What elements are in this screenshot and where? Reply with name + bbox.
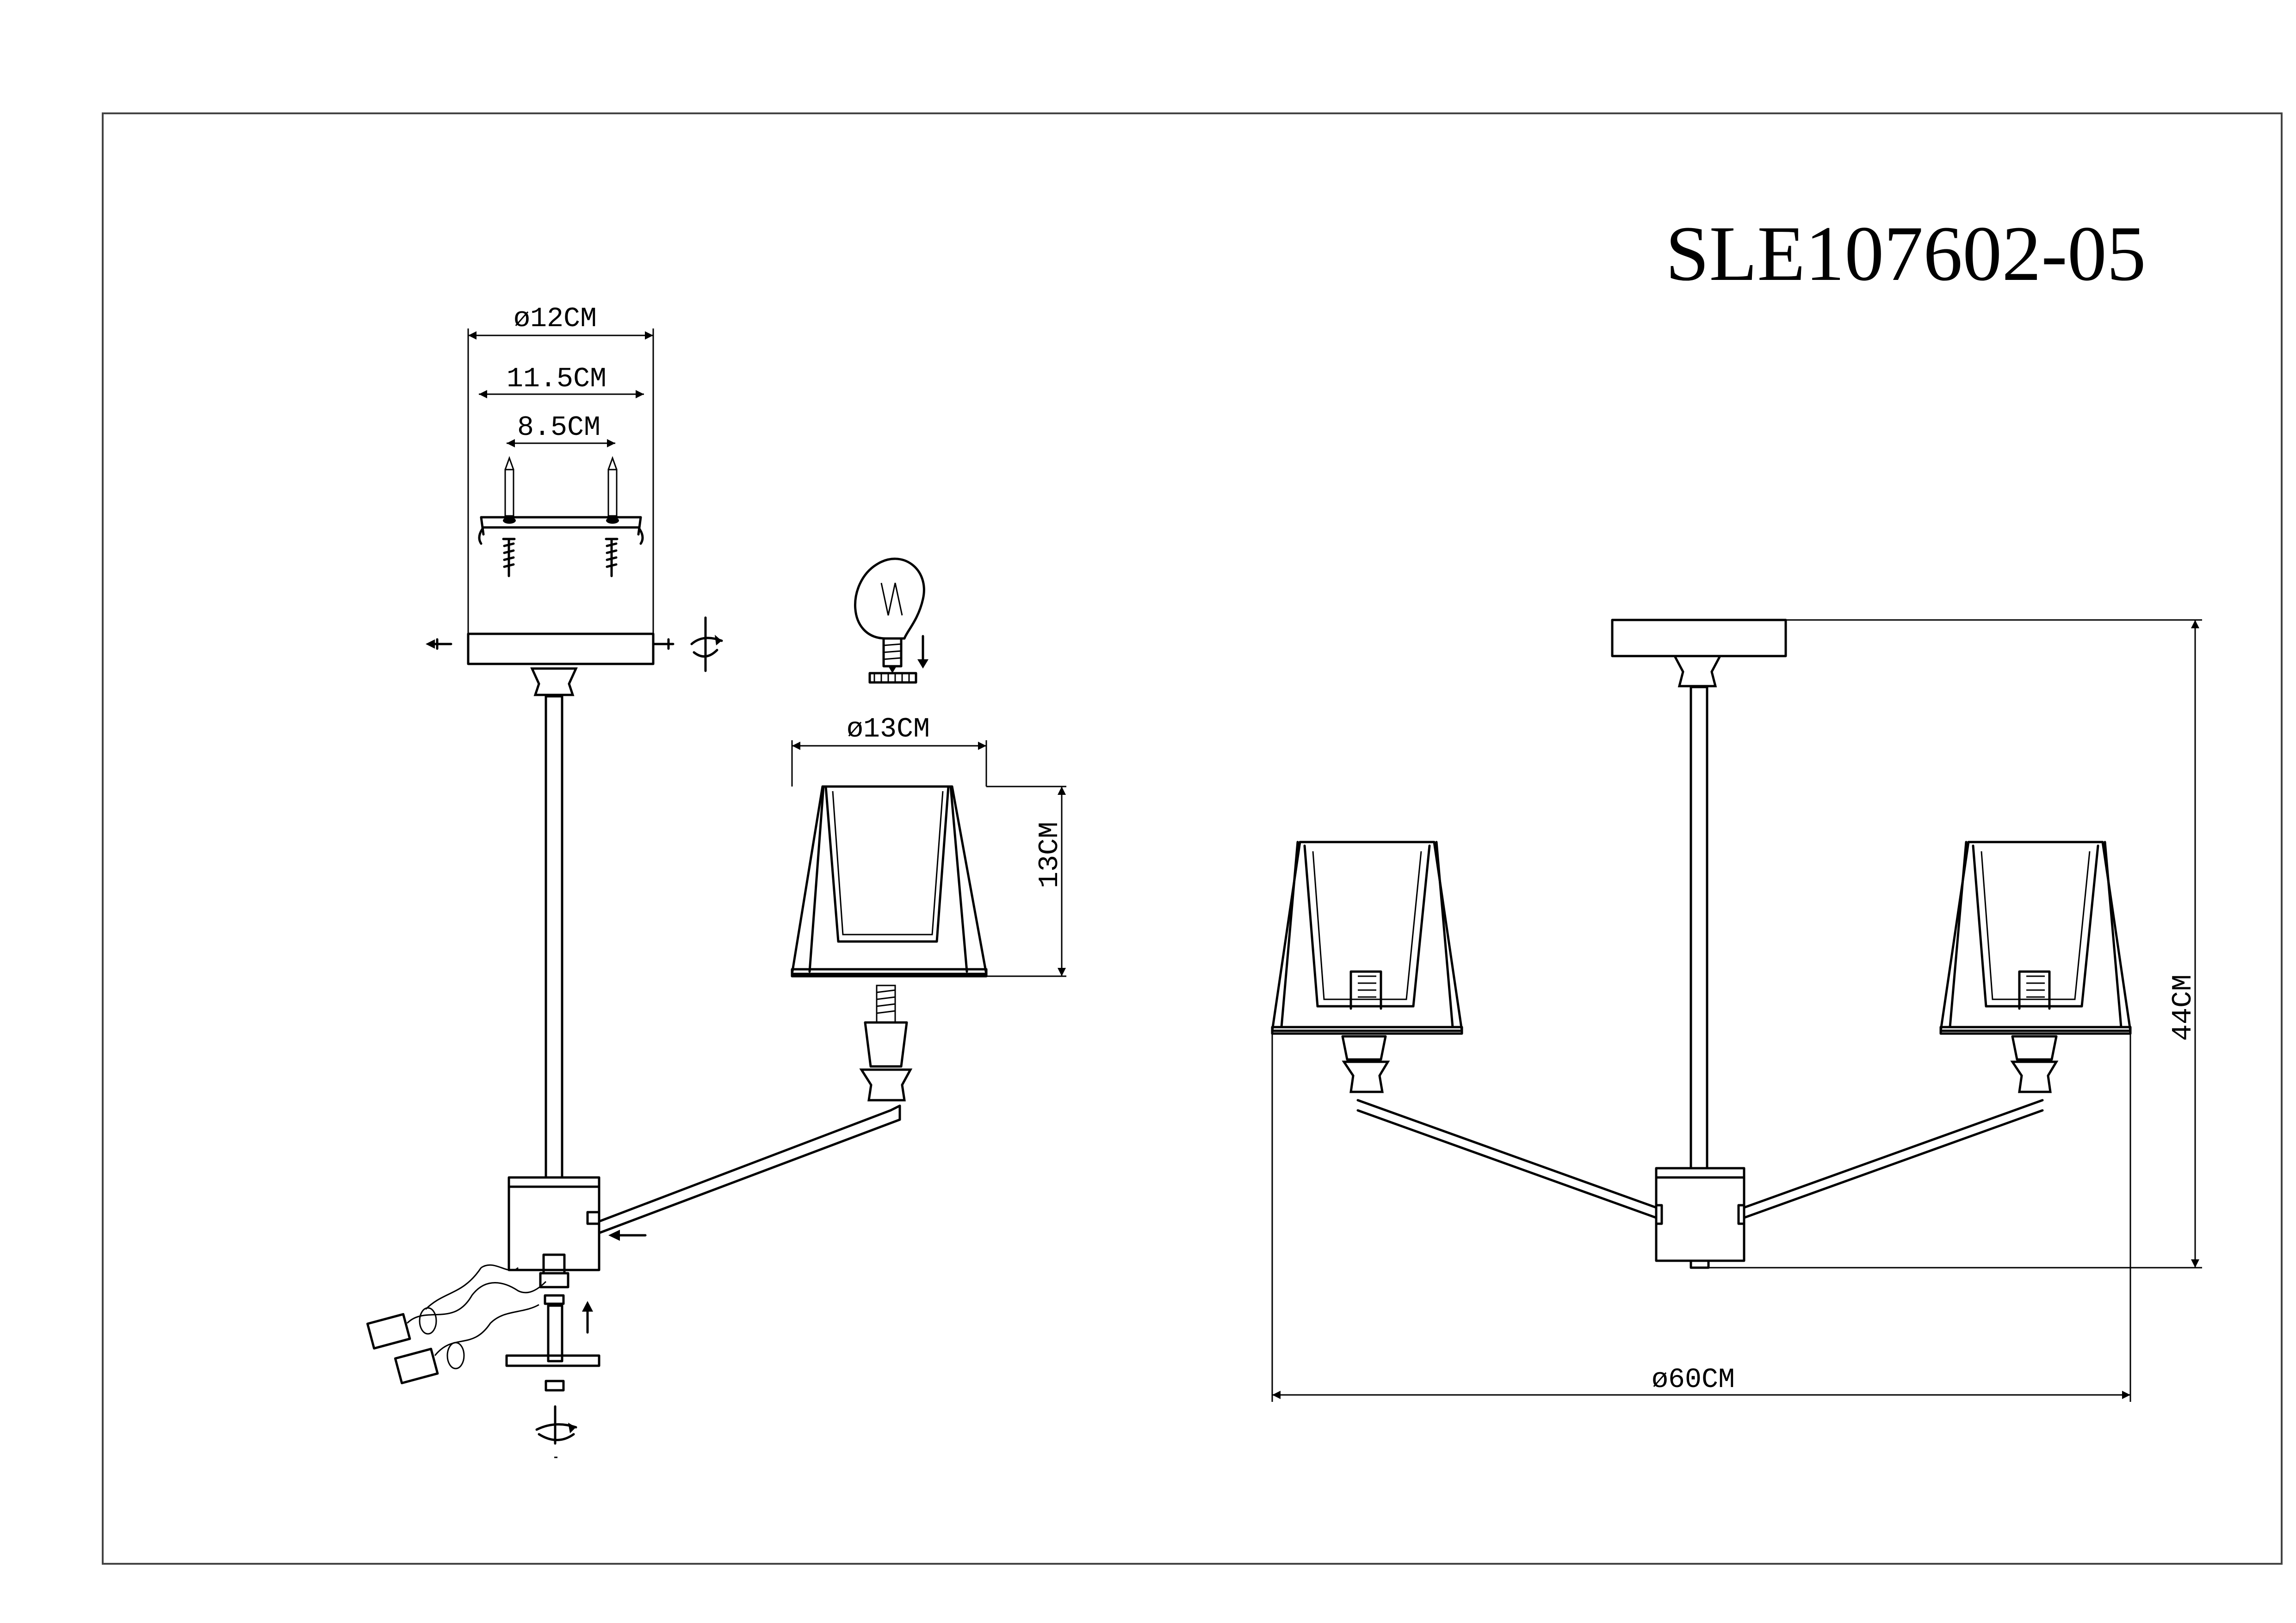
canopy-set-screws [426,638,675,650]
canopy-diameter-label: ø12CM [514,304,597,335]
socket-thread [876,985,896,1023]
screw-spacing-label: 8.5CM [517,412,600,444]
center-body [1655,1167,1745,1262]
model-title: SLE107602-05 [1665,210,2146,297]
ceiling-canopy [1611,619,1787,657]
shade-height-dimension: 13CM [986,786,1066,977]
left-lamp-shade [1271,841,1463,1035]
exploded-assembly-view: ø12CM 11.5CM 8.5CM [366,304,1066,1458]
shade-diameter-dimension: ø13CM [791,714,987,787]
lamp-shade-detail [791,785,988,978]
canopy-cup [530,667,578,696]
light-bulb-icon [854,558,928,684]
canopy-cup [1672,655,1722,688]
arm-holder-cup [859,1068,913,1102]
rotate-arrow-icon [535,1405,577,1458]
lamp-arm [598,1104,901,1234]
down-rod [1690,686,1708,1170]
canopy-base [467,632,655,665]
arrow-icon [608,1230,647,1241]
bracket-width-label: 11.5CM [507,364,606,395]
shade-diameter-label: ø13CM [847,714,930,745]
rotate-arrow-icon [690,616,723,672]
right-lamp-shade [1939,841,2132,1035]
right-arm [1743,1035,2059,1219]
wiring-parts [366,1253,600,1384]
drawing-frame [102,112,2283,1565]
center-body [507,1176,600,1271]
assembled-front-view: 44CM ø60CM [1271,619,2202,1402]
down-rod [545,695,563,1179]
bracket-width-dimension: 11.5CM [479,364,644,398]
mounting-bracket [478,456,644,577]
total-diameter-dimension: ø60CM [1271,1031,2131,1402]
total-diameter-label: ø60CM [1652,1364,1735,1396]
canopy-diameter-dimension: ø12CM [467,304,654,345]
screw-spacing-dimension: 8.5CM [507,412,615,447]
bottom-finial [545,1380,565,1392]
total-height-label: 44CM [2168,974,2199,1041]
total-height-dimension: 44CM [1708,619,2202,1269]
bottom-finial [1690,1259,1710,1269]
socket-body [864,1021,908,1068]
left-arm [1341,1035,1658,1219]
shade-height-label: 13CM [1034,822,1066,888]
